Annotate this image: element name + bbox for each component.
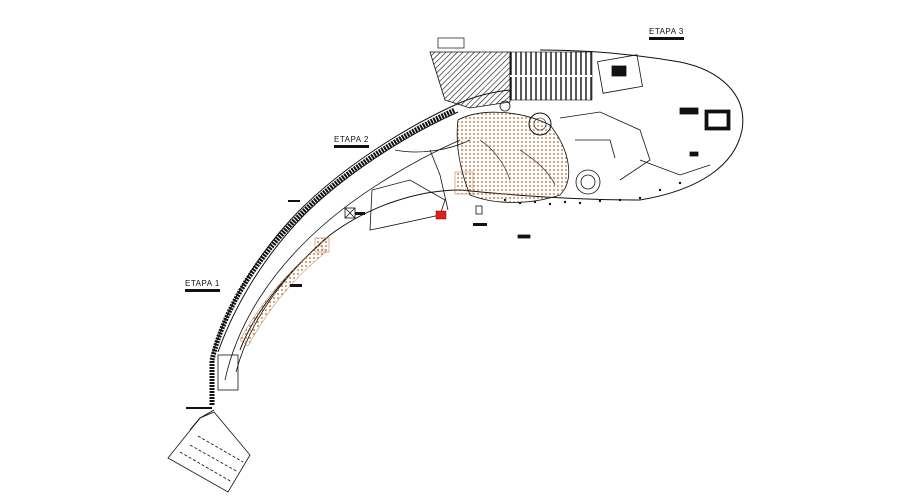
landscape-strip [239,171,474,347]
label-etapa-1-text: ETAPA 1 [185,279,220,288]
red-building [435,210,447,220]
label-etapa-3: ETAPA 3 [649,27,684,40]
label-etapa-3-text: ETAPA 3 [649,27,684,36]
label-etapa-1: ETAPA 1 [185,279,220,292]
stage2-roads [344,139,471,231]
north-parking-stripes [509,51,593,101]
central-park [456,100,570,203]
east-zone [517,54,731,239]
shoreline-vegetation [503,181,682,206]
label-etapa-2-text: ETAPA 2 [334,135,369,144]
label-etapa-2: ETAPA 2 [334,135,369,148]
north-parking-hatched [429,37,511,109]
label-etapa-3-underline [649,37,684,40]
south-pier [167,354,251,493]
entrance-road [189,107,461,431]
label-etapa-2-underline [334,145,369,148]
site-markers [288,200,487,287]
label-etapa-1-underline [185,289,220,292]
